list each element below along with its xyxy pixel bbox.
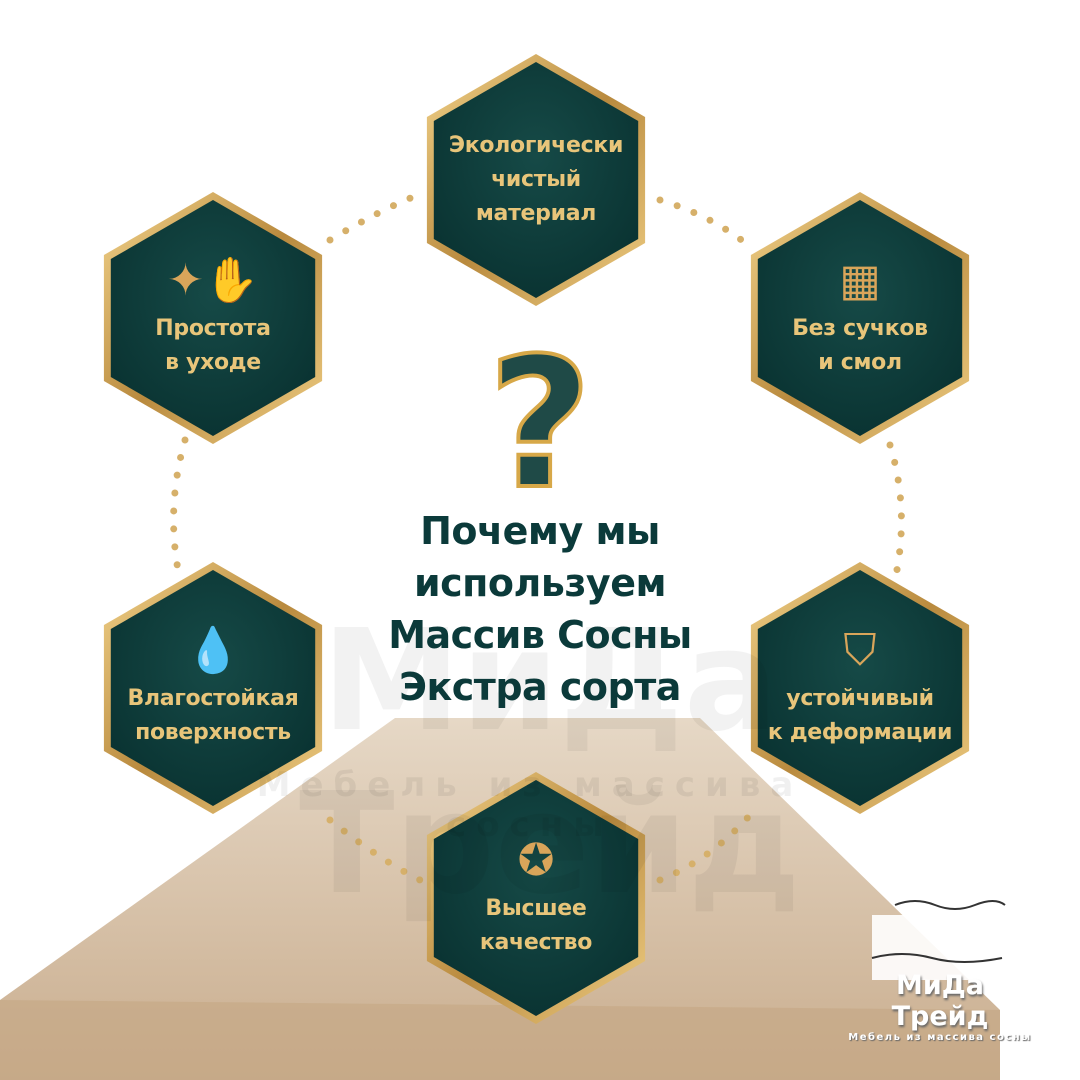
feature-deformation-resistant: ⛉ устойчивый к деформации	[742, 563, 978, 813]
feature-quality: ✪ Высшее качество	[418, 773, 654, 1023]
hand-cleaning-icon: ✦✋	[167, 255, 259, 306]
feature-label: Высшее качество	[479, 896, 593, 955]
feature-label: Экологически чистый материал	[448, 133, 624, 226]
feature-eco: Экологически чистый материал	[418, 55, 654, 305]
question-mark: ?	[486, 320, 594, 529]
hexagon-fill	[110, 200, 316, 436]
wood-beam-icon: ▦	[839, 255, 881, 306]
tabletop-edge	[0, 1000, 1000, 1080]
hexagon-fill	[757, 200, 963, 436]
feature-label: Простота в уходе	[155, 316, 271, 375]
hexagon-fill	[433, 780, 639, 1016]
feature-no-knots: ▦ Без сучков и смол	[742, 193, 978, 443]
feature-label: Без сучков и смол	[792, 316, 928, 375]
dotted-connector	[170, 191, 905, 884]
hexagon-fill	[757, 570, 963, 806]
main-title: Почему мы используем Массив Сосны Экстра…	[388, 509, 692, 709]
logo-mark	[871, 900, 1006, 980]
feature-label: Влагостойкая поверхность	[127, 686, 299, 745]
quality-badge-icon: ✪	[517, 835, 555, 886]
feature-label: устойчивый к деформации	[767, 686, 953, 745]
watermark-tagline: Мебель из массива сосны	[256, 765, 804, 845]
shield-icon: ⛉	[843, 625, 877, 676]
feature-easy-care: ✦✋ Простота в уходе	[95, 193, 331, 443]
water-drop-icon: 💧	[185, 625, 241, 676]
logo-name: МиДа Трейд	[891, 970, 989, 1032]
hexagon-fill	[433, 62, 639, 298]
brand-logo: МиДа Трейд Мебель из массива сосны	[845, 970, 1035, 1043]
hexagon-fill	[110, 570, 316, 806]
watermark-name: МиДа Трейд	[299, 600, 801, 926]
feature-water-resistant: 💧 Влагостойкая поверхность	[95, 563, 331, 813]
logo-tagline: Мебель из массива сосны	[848, 1032, 1032, 1043]
